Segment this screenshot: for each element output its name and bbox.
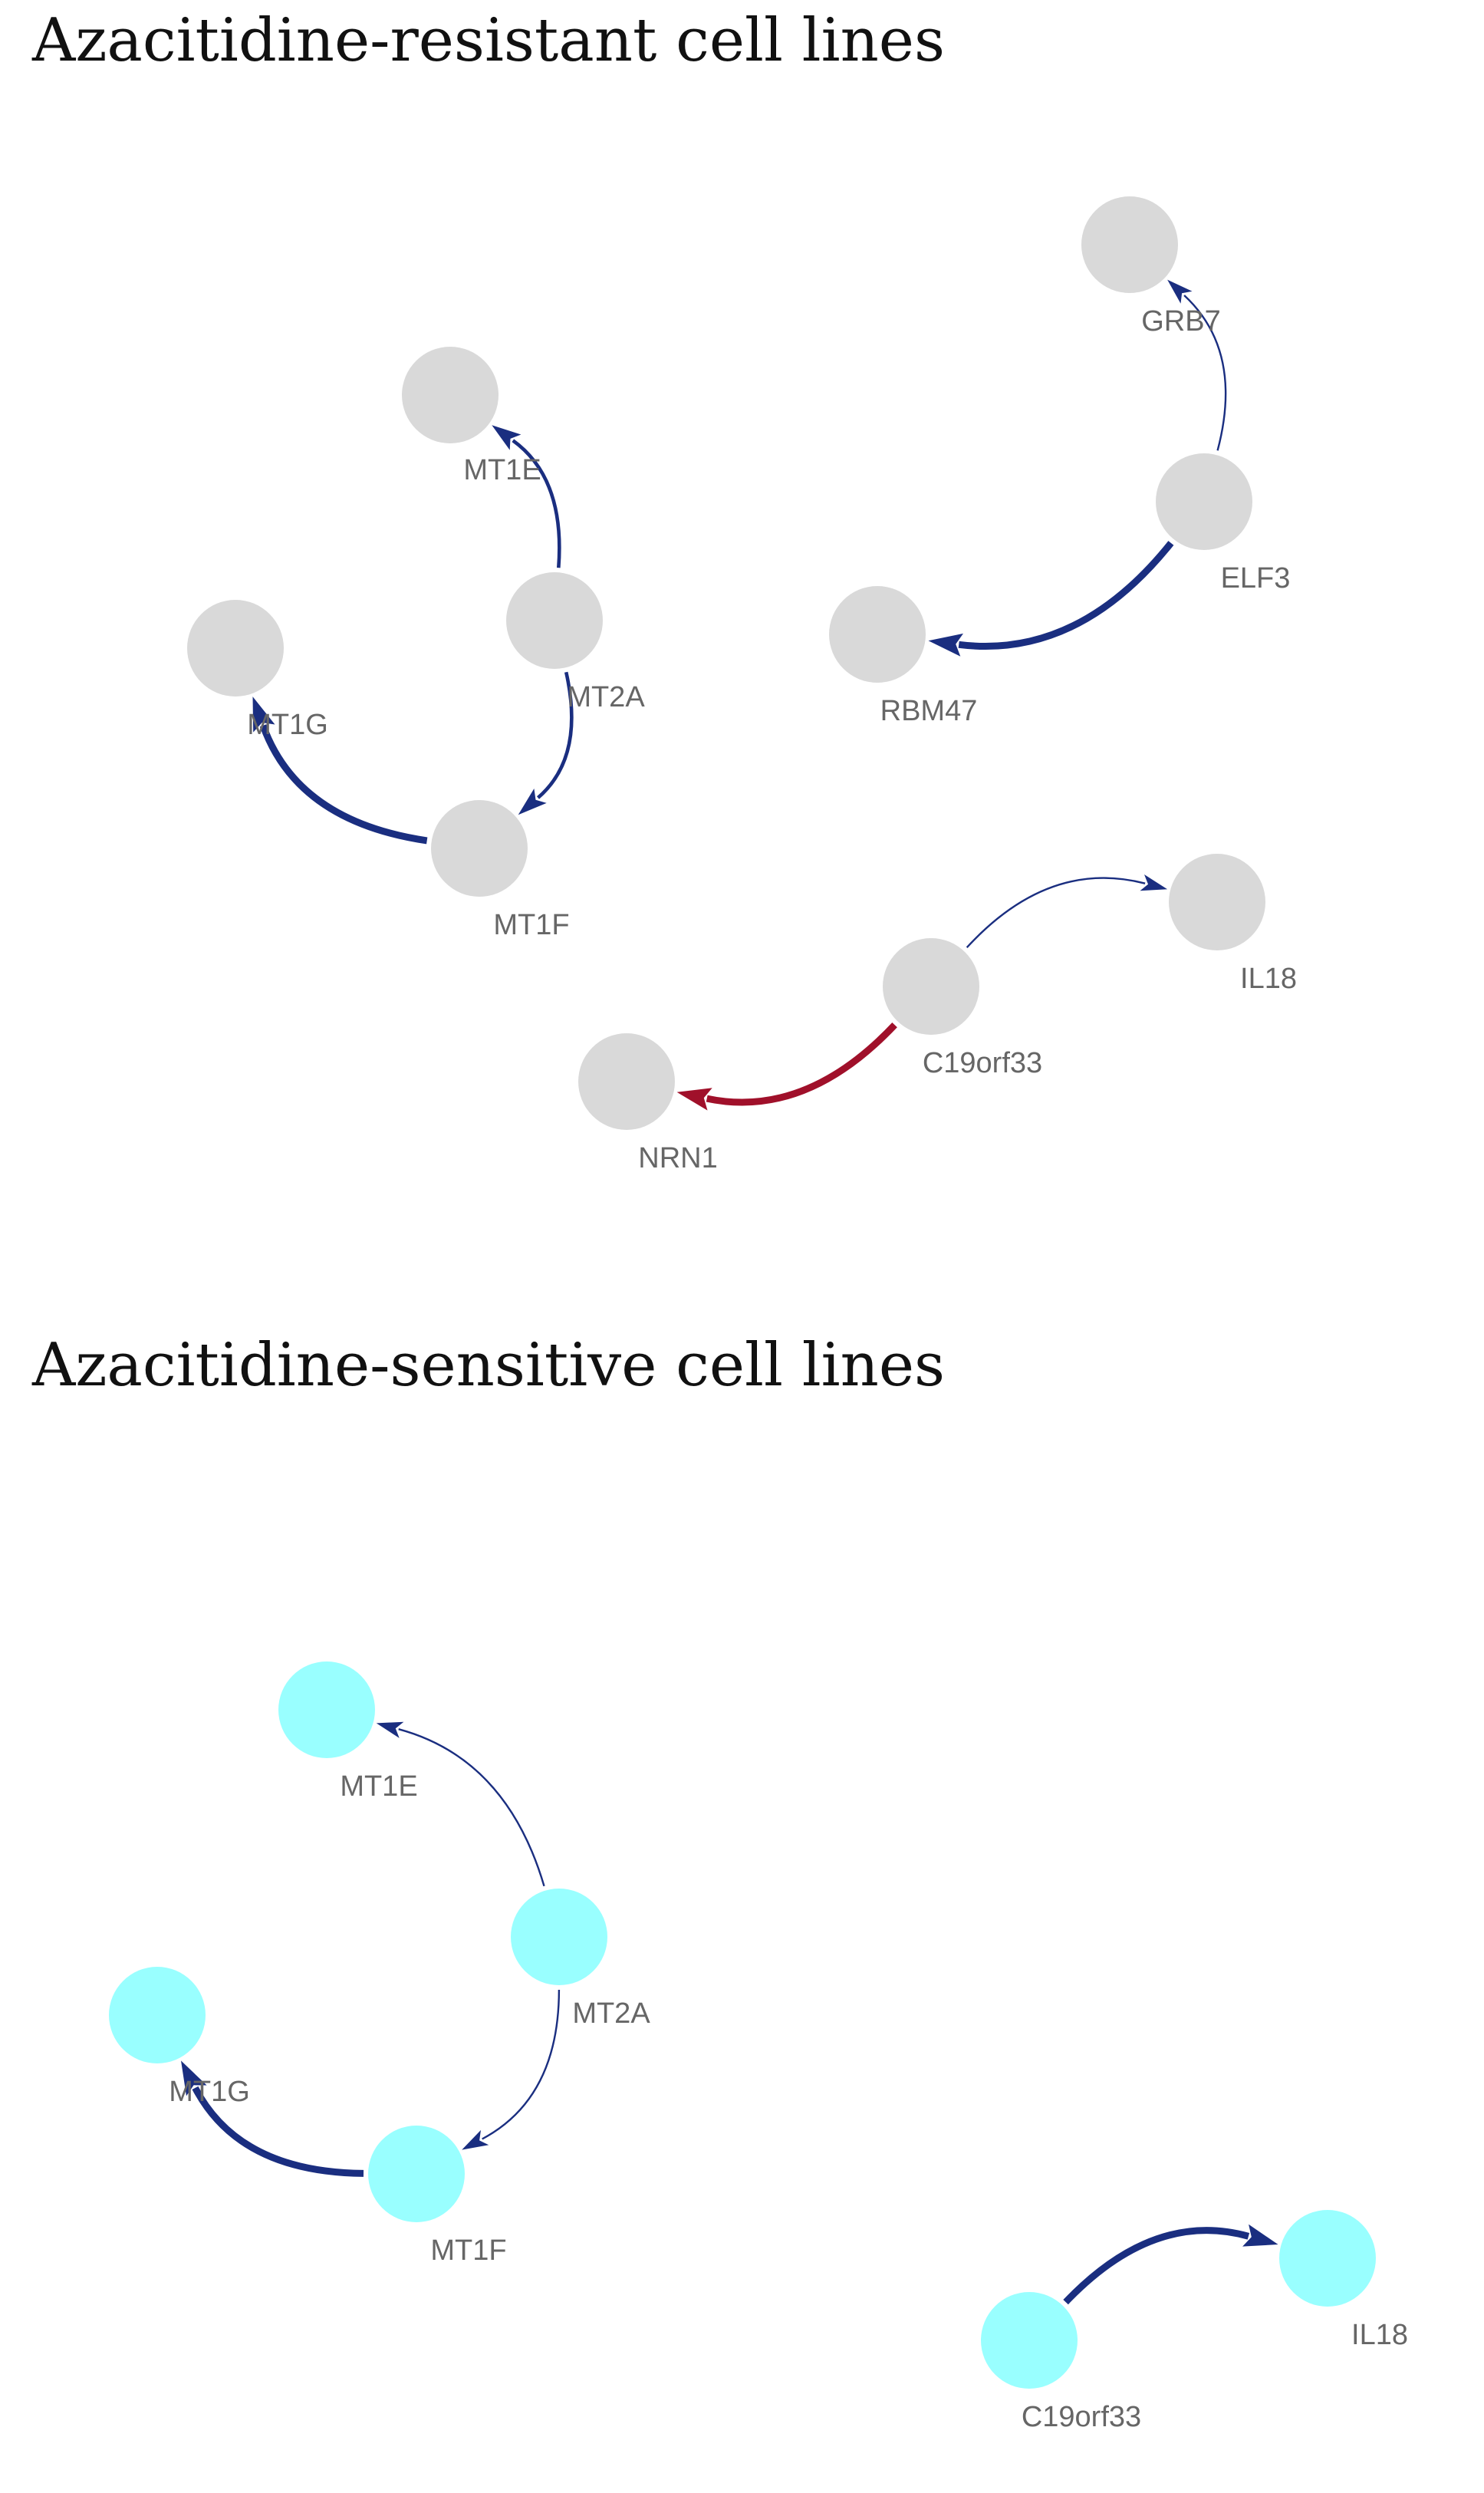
arrowhead-mt2a-to-mt1e	[492, 425, 522, 450]
edge-mt2a-to-mt1e	[398, 1728, 545, 1887]
node-label-rbm47: RBM47	[880, 695, 978, 727]
node-label-nrn1: NRN1	[638, 1142, 717, 1174]
arrowhead-c19orf33-to-il18	[1140, 874, 1168, 891]
node-label-il18: IL18	[1351, 2319, 1408, 2351]
node-elf3	[1156, 453, 1252, 550]
resistant-network: MT1E MT2A MT1G MT1F GRB7ELF3RBM47IL18C19orf3…	[187, 196, 1297, 1174]
arrowhead-c19orf33-to-il18	[1242, 2224, 1278, 2247]
node-label-mt1f: MT1F	[493, 909, 569, 941]
edge-c19orf33-to-il18	[966, 877, 1146, 949]
edge-c19orf33-to-nrn1	[706, 1023, 897, 1106]
node-mt1e	[402, 347, 499, 443]
node-rbm47	[829, 586, 926, 683]
node-mt2a	[511, 1889, 607, 1985]
arrowhead-mt1f-to-mt1g	[181, 2060, 207, 2096]
node-mt1e	[278, 1661, 375, 1758]
edge-mt2a-to-mt1e	[512, 439, 561, 568]
arrowhead-mt1f-to-mt1g	[252, 697, 275, 733]
node-mt1g	[187, 600, 284, 697]
node-grb7	[1081, 196, 1178, 293]
node-il18	[1279, 2210, 1376, 2307]
node-label-grb7: GRB7	[1141, 305, 1220, 338]
node-c19orf33	[981, 2292, 1078, 2389]
arrowhead-elf3-to-rbm47	[928, 633, 963, 657]
node-label-elf3: ELF3	[1221, 562, 1291, 594]
node-label-c19orf33: C19orf33	[1022, 2401, 1141, 2433]
edge-mt1f-to-mt1g	[192, 2086, 364, 2177]
node-label-mt1g: MT1G	[169, 2076, 250, 2108]
node-label-mt1g: MT1G	[247, 709, 328, 741]
sensitive-section-title: Azacitidine-sensitive cell lines	[32, 1331, 946, 1400]
arrowhead-elf3-to-grb7	[1167, 279, 1193, 304]
resistant-section-title: Azacitidine-resistant cell lines	[32, 6, 945, 75]
node-label-mt1f: MT1F	[430, 2234, 506, 2267]
node-label-mt1e: MT1E	[340, 1770, 417, 1803]
edge-elf3-to-grb7	[1183, 295, 1227, 451]
edge-mt1f-to-mt1g	[259, 724, 428, 845]
arrowhead-mt2a-to-mt1e	[376, 1721, 404, 1738]
node-label-il18: IL18	[1240, 963, 1297, 995]
edge-c19orf33-to-il18	[1063, 2227, 1250, 2305]
sensitive-network: MT1E MT2A MT1G MT1F C19orf33 IL18	[109, 1661, 1408, 2433]
node-mt1f	[368, 2126, 465, 2222]
edge-mt2a-to-mt1f	[536, 671, 574, 799]
arrowhead-mt2a-to-mt1f	[518, 789, 547, 815]
node-mt1f	[431, 800, 528, 897]
edge-mt2a-to-mt1f	[482, 1989, 561, 2140]
node-nrn1	[578, 1033, 675, 1130]
node-label-mt2a: MT2A	[572, 1997, 650, 2030]
node-mt1g	[109, 1967, 206, 2063]
node-label-c19orf33: C19orf33	[923, 1047, 1042, 1079]
node-c19orf33	[883, 938, 979, 1035]
node-mt2a	[506, 572, 603, 669]
node-il18	[1169, 854, 1265, 950]
arrowhead-mt2a-to-mt1f	[462, 2129, 489, 2150]
node-label-mt1e: MT1E	[463, 454, 541, 486]
edge-elf3-to-rbm47	[958, 541, 1174, 650]
node-label-mt2a: MT2A	[567, 681, 645, 713]
arrowhead-c19orf33-to-nrn1	[676, 1088, 712, 1111]
